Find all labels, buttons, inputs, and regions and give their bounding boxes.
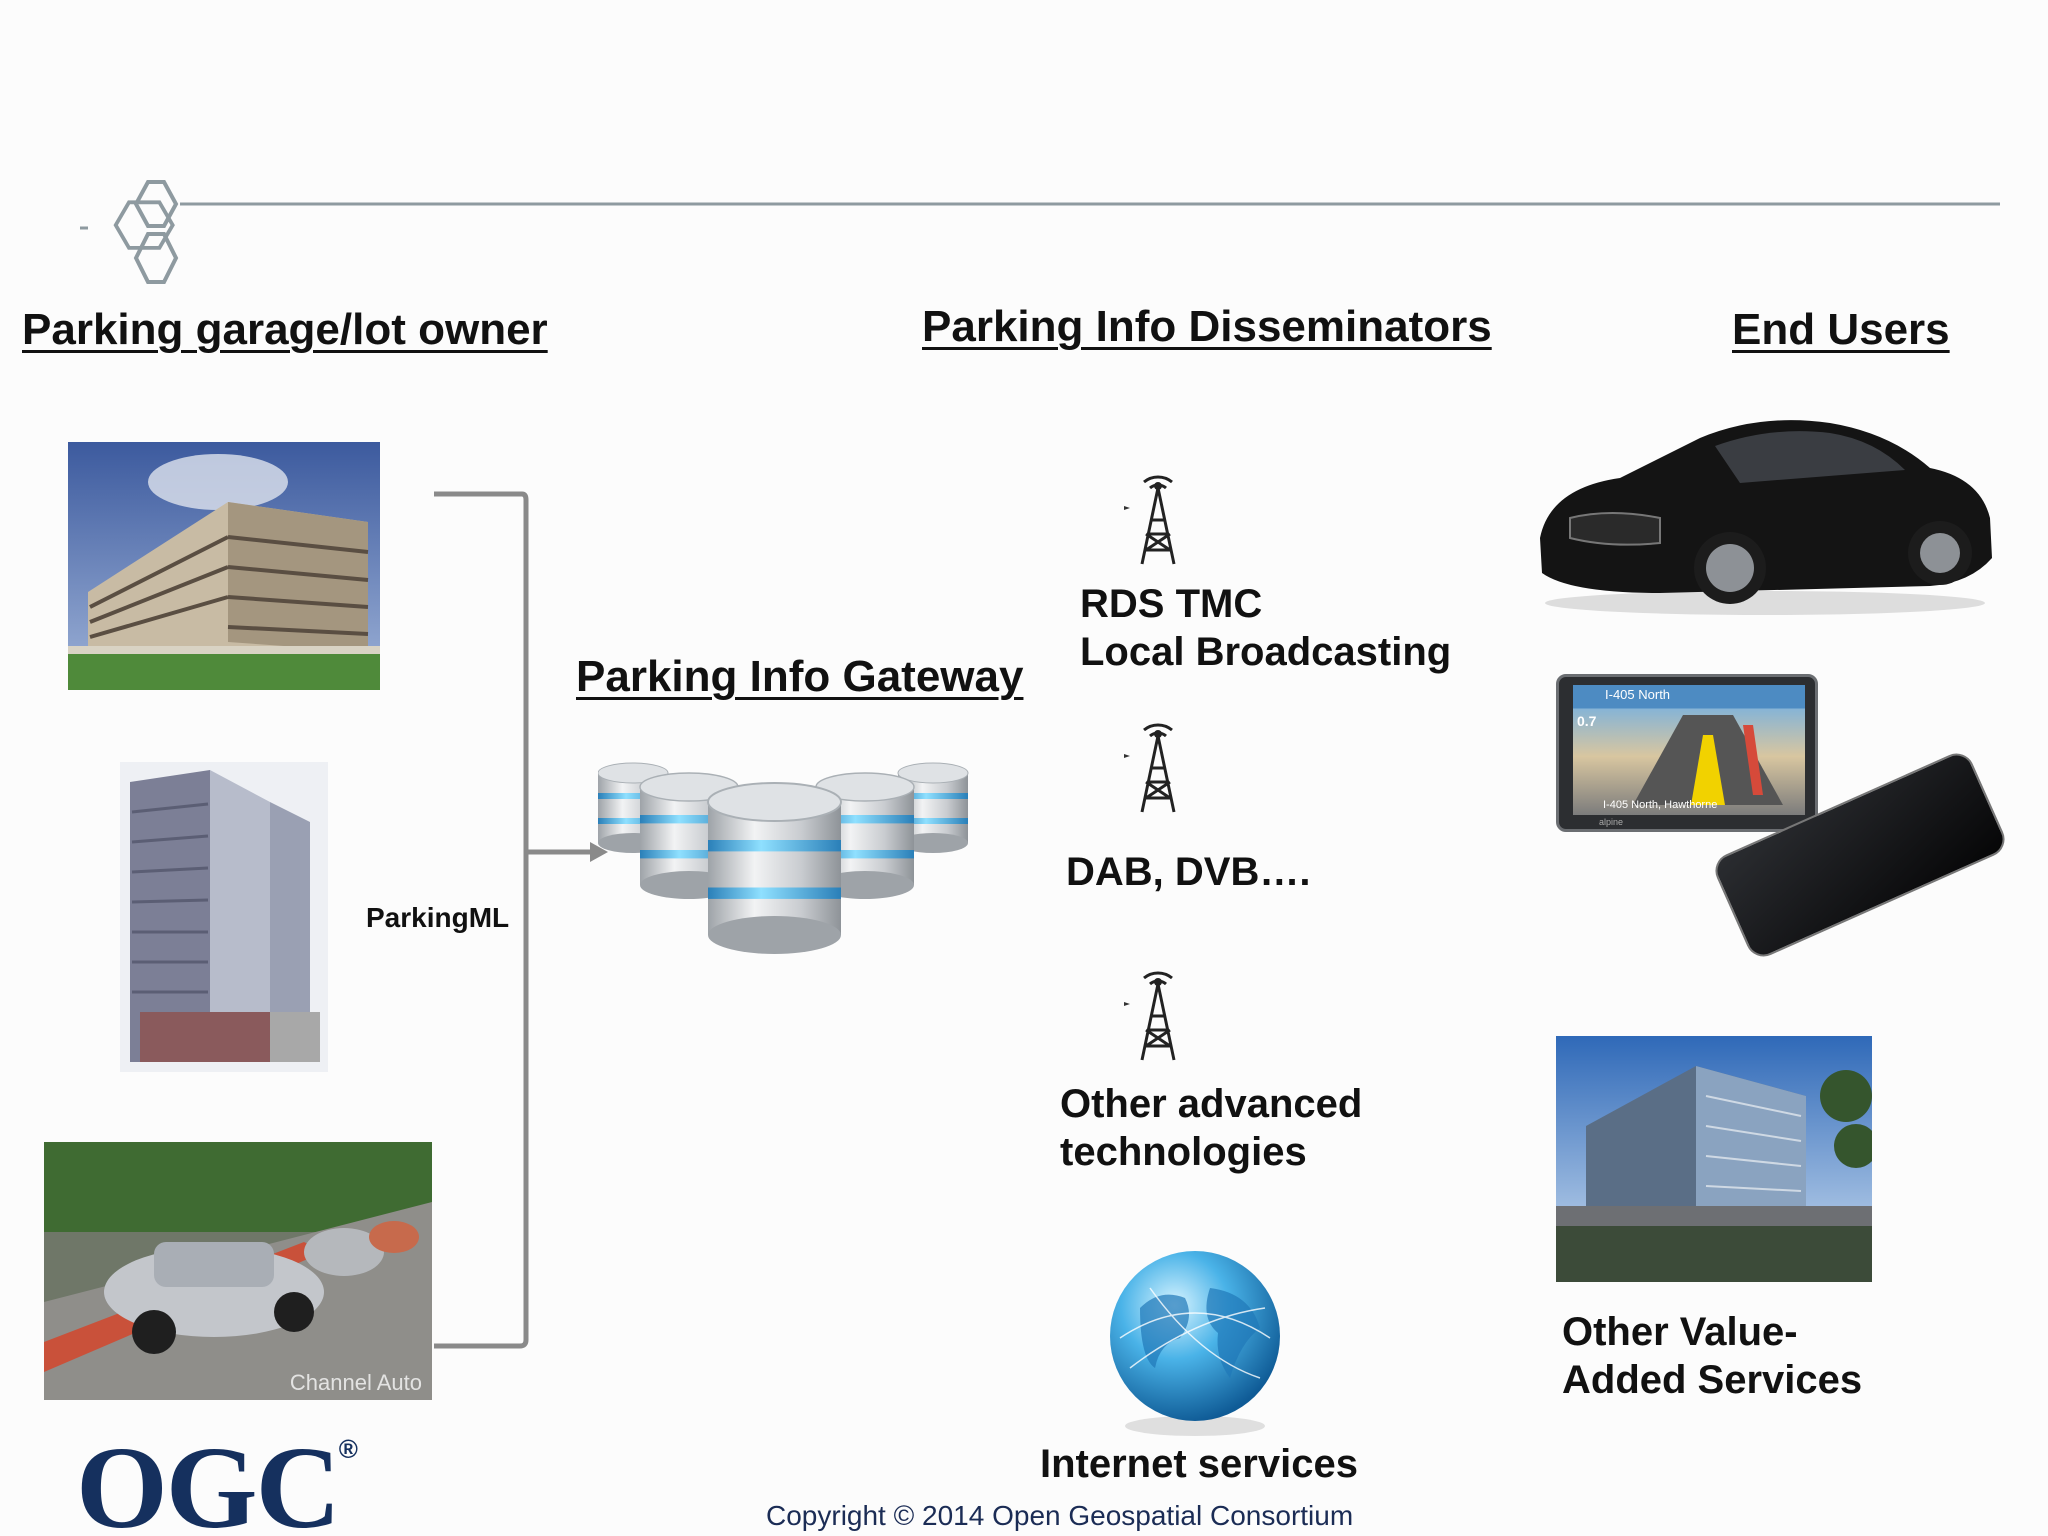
office-building-photo [120, 762, 328, 1072]
heading-end-users: End Users [1732, 305, 1950, 354]
heading-gateway: Parking Info Gateway [576, 652, 1024, 701]
registered-mark: ® [338, 1434, 358, 1464]
other-tech-line-2: technologies [1060, 1130, 1307, 1174]
ogc-logo: OGC® [76, 1420, 358, 1536]
hexagon-logo-decoration [80, 180, 2000, 284]
connector-label: ParkingML [366, 902, 510, 933]
broadcast-tower-icon [1124, 971, 1176, 1061]
gps-road-label: I-405 North [1605, 687, 1671, 702]
other-services-line-1: Other Value- [1562, 1310, 1798, 1354]
gps-brand: alpine [1599, 817, 1624, 827]
photo-watermark: Channel Auto [289, 1370, 422, 1395]
hexagon-icon [113, 200, 175, 250]
heading-owner: Parking garage/lot owner [22, 305, 548, 354]
rds-line-1: RDS TMC [1080, 582, 1263, 626]
broadcast-tower-icon [1124, 723, 1176, 813]
globe-icon [1110, 1251, 1280, 1436]
arrow-head-icon [590, 842, 608, 862]
bracket-connector [434, 491, 608, 1349]
other-tech-label: Other advanced technologies [1060, 1080, 1362, 1176]
ogc-logo-text: OGC [76, 1422, 341, 1536]
shopping-mall-photo [1556, 1036, 1872, 1282]
internet-services-label: Internet services [1040, 1442, 1358, 1486]
other-services-line-2: Added Services [1562, 1358, 1863, 1402]
parking-garage-photo [68, 442, 380, 690]
copyright-text: Copyright © 2014 Open Geospatial Consort… [766, 1500, 1354, 1531]
car-icon [1540, 420, 1992, 615]
gps-screen: I-405 North 0.7 I-405 North, Hawthorne [1573, 685, 1805, 815]
heading-disseminators: Parking Info Disseminators [922, 302, 1492, 351]
gps-distance: 0.7 [1577, 713, 1597, 729]
gps-navigation-device: I-405 North 0.7 I-405 North, Hawthorne a… [1556, 674, 1818, 832]
street-parking-photo: Channel Auto [44, 1142, 432, 1400]
rds-line-2: Local Broadcasting [1080, 630, 1452, 674]
rds-tmc-label: RDS TMC Local Broadcasting [1080, 580, 1451, 676]
other-services-label: Other Value- Added Services [1562, 1308, 1862, 1404]
other-tech-line-1: Other advanced [1060, 1082, 1363, 1126]
hexagon-icon [133, 232, 179, 284]
broadcast-tower-icon [1124, 475, 1176, 565]
database-servers-icon [598, 762, 969, 955]
gps-street: I-405 North, Hawthorne [1603, 799, 1718, 811]
dab-dvb-label: DAB, DVB…. [1066, 850, 1311, 894]
